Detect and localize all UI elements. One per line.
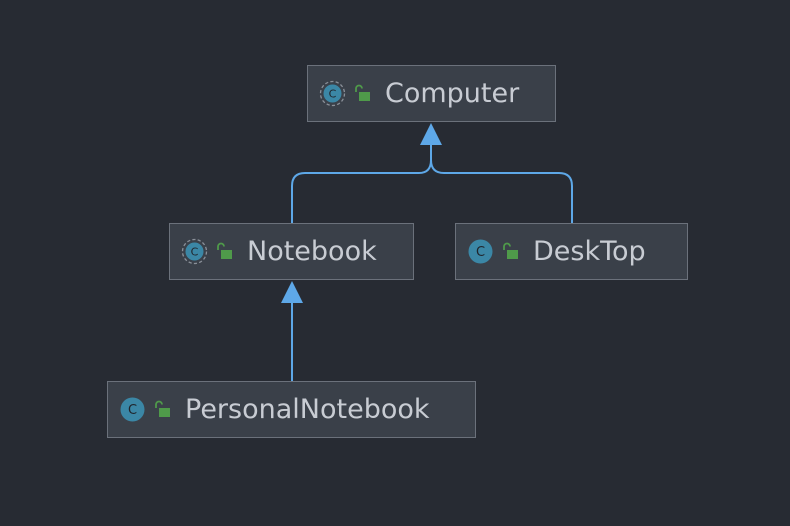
class-label: Notebook xyxy=(247,236,377,267)
inheritance-arrowhead-computer xyxy=(420,123,442,145)
class-icon: C xyxy=(468,239,493,264)
inheritance-arrowhead-notebook xyxy=(281,281,303,303)
class-node-desktop[interactable]: C DeskTop xyxy=(455,223,688,280)
abstract-class-icon: C xyxy=(319,80,346,107)
unlocked-padlock-icon xyxy=(503,242,518,259)
svg-text:C: C xyxy=(128,403,137,418)
unlocked-padlock-icon xyxy=(355,84,370,101)
class-node-computer[interactable]: C Computer xyxy=(307,65,556,122)
unlocked-padlock-icon xyxy=(217,242,232,259)
edge-notebook-to-computer xyxy=(291,143,432,223)
class-icon: C xyxy=(120,397,145,422)
class-node-personalnotebook[interactable]: C PersonalNotebook xyxy=(107,381,476,438)
abstract-class-icon: C xyxy=(181,238,208,265)
svg-text:C: C xyxy=(476,245,485,260)
class-label: DeskTop xyxy=(533,236,646,267)
svg-text:C: C xyxy=(329,88,337,101)
class-label: Computer xyxy=(385,78,520,109)
class-node-notebook[interactable]: C Notebook xyxy=(169,223,414,280)
class-label: PersonalNotebook xyxy=(185,394,430,425)
unlocked-padlock-icon xyxy=(155,400,170,417)
edge-desktop-to-computer xyxy=(430,143,573,223)
svg-text:C: C xyxy=(191,246,199,259)
